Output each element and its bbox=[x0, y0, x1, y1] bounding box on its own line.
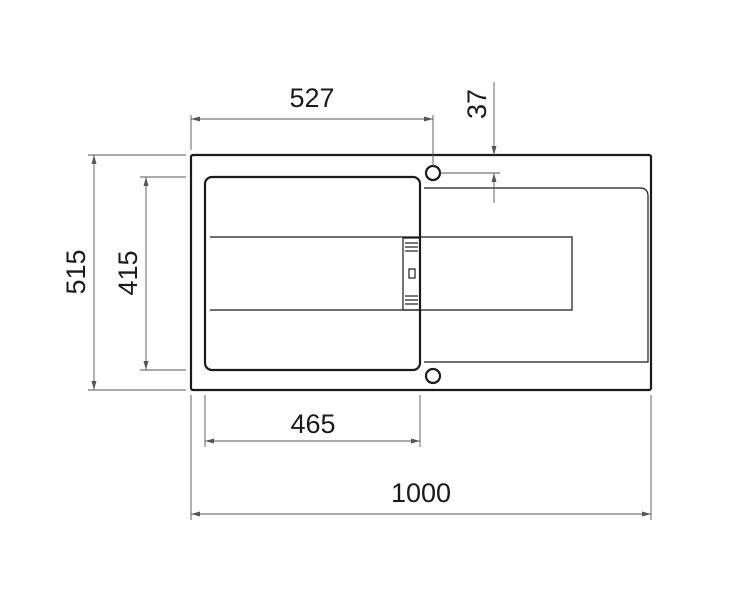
dim-label-515: 515 bbox=[61, 249, 91, 294]
sink-outer-outline bbox=[189, 153, 653, 392]
dim-label-1000: 1000 bbox=[391, 478, 451, 508]
dim-label-465: 465 bbox=[290, 409, 335, 439]
tap-hole-top bbox=[424, 164, 442, 182]
overflow-slot-ribs bbox=[405, 242, 418, 305]
drainboard-groove bbox=[210, 236, 573, 311]
dim-label-415: 415 bbox=[113, 250, 143, 295]
tap-hole-bottom bbox=[424, 367, 442, 385]
dim-label-37: 37 bbox=[462, 89, 492, 119]
overflow-slot bbox=[402, 237, 421, 311]
extension-lines bbox=[88, 115, 652, 520]
dim-label-527: 527 bbox=[289, 83, 334, 113]
drainboard-outline bbox=[424, 187, 649, 363]
bowl-outline bbox=[203, 175, 422, 372]
overflow-drain-mark bbox=[408, 268, 416, 279]
